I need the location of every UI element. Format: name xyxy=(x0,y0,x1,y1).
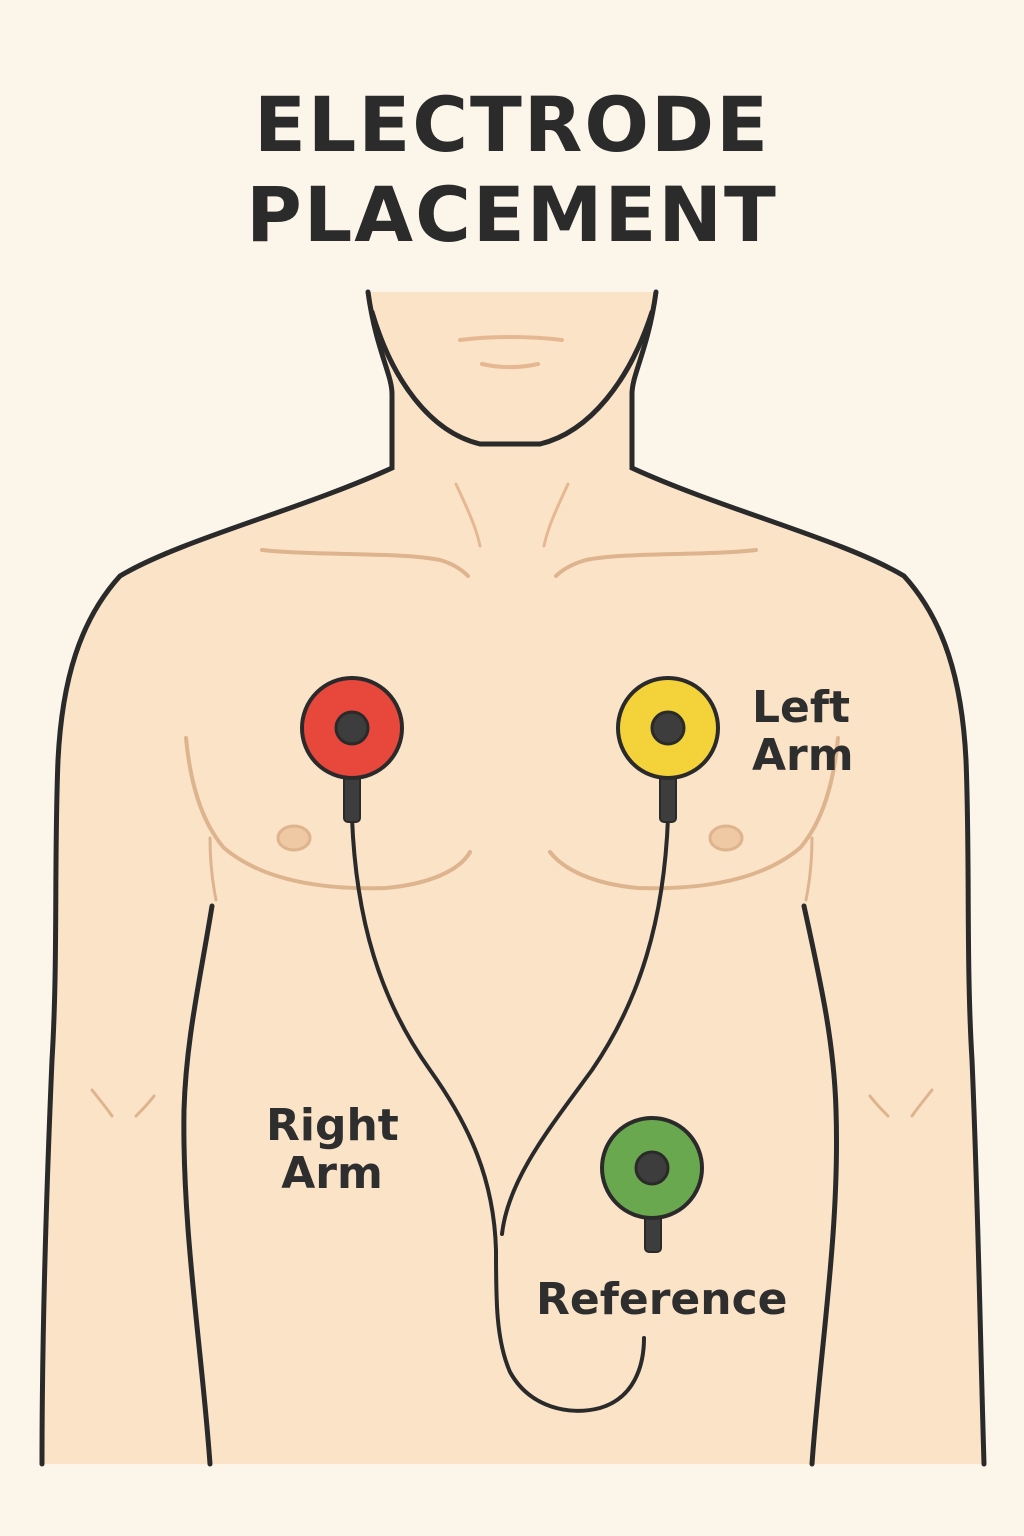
left-arm-electrode-snap xyxy=(650,710,686,746)
left-arm-electrode xyxy=(616,676,720,823)
right-arm-label-line-1: Right xyxy=(266,1100,399,1151)
reference-electrode-snap xyxy=(634,1150,670,1186)
right-nipple xyxy=(276,824,312,852)
left-arm-lead-wire xyxy=(500,816,670,1236)
right-arm-electrode xyxy=(300,676,404,823)
right-arm-label: Right Arm xyxy=(266,1100,399,1199)
jaw-line xyxy=(369,309,655,447)
chin-mark xyxy=(458,335,564,369)
left-nipple xyxy=(708,824,744,852)
reference-label: Reference xyxy=(536,1274,788,1325)
pectoral-lines xyxy=(184,736,840,891)
elbow-crease-lines xyxy=(90,1088,934,1118)
left-arm-label-line-1: Left xyxy=(752,682,851,733)
neck-shoulder-outline xyxy=(39,289,395,1467)
right-arm-label-line-2: Arm xyxy=(281,1148,383,1199)
title-line-2: PLACEMENT xyxy=(246,170,778,259)
neck-shoulder-outline-right xyxy=(629,289,987,1467)
left-arm-label-line-2: Arm xyxy=(752,730,854,781)
left-inner-arm-line xyxy=(801,903,840,1467)
right-arm-electrode-snap xyxy=(334,710,370,746)
neck-tendon-lines xyxy=(454,482,570,548)
right-inner-arm-line xyxy=(181,903,215,1467)
reference-electrode xyxy=(600,1116,704,1253)
armpit-lines xyxy=(208,836,814,902)
torso-outline xyxy=(42,292,984,1464)
left-arm-label: Left Arm xyxy=(752,684,854,780)
right-arm-lead-wire xyxy=(350,816,646,1413)
title-line-1: ELECTRODE xyxy=(253,80,770,169)
page-title: ELECTRODE PLACEMENT xyxy=(0,80,1024,260)
collarbone-lines xyxy=(260,548,758,578)
